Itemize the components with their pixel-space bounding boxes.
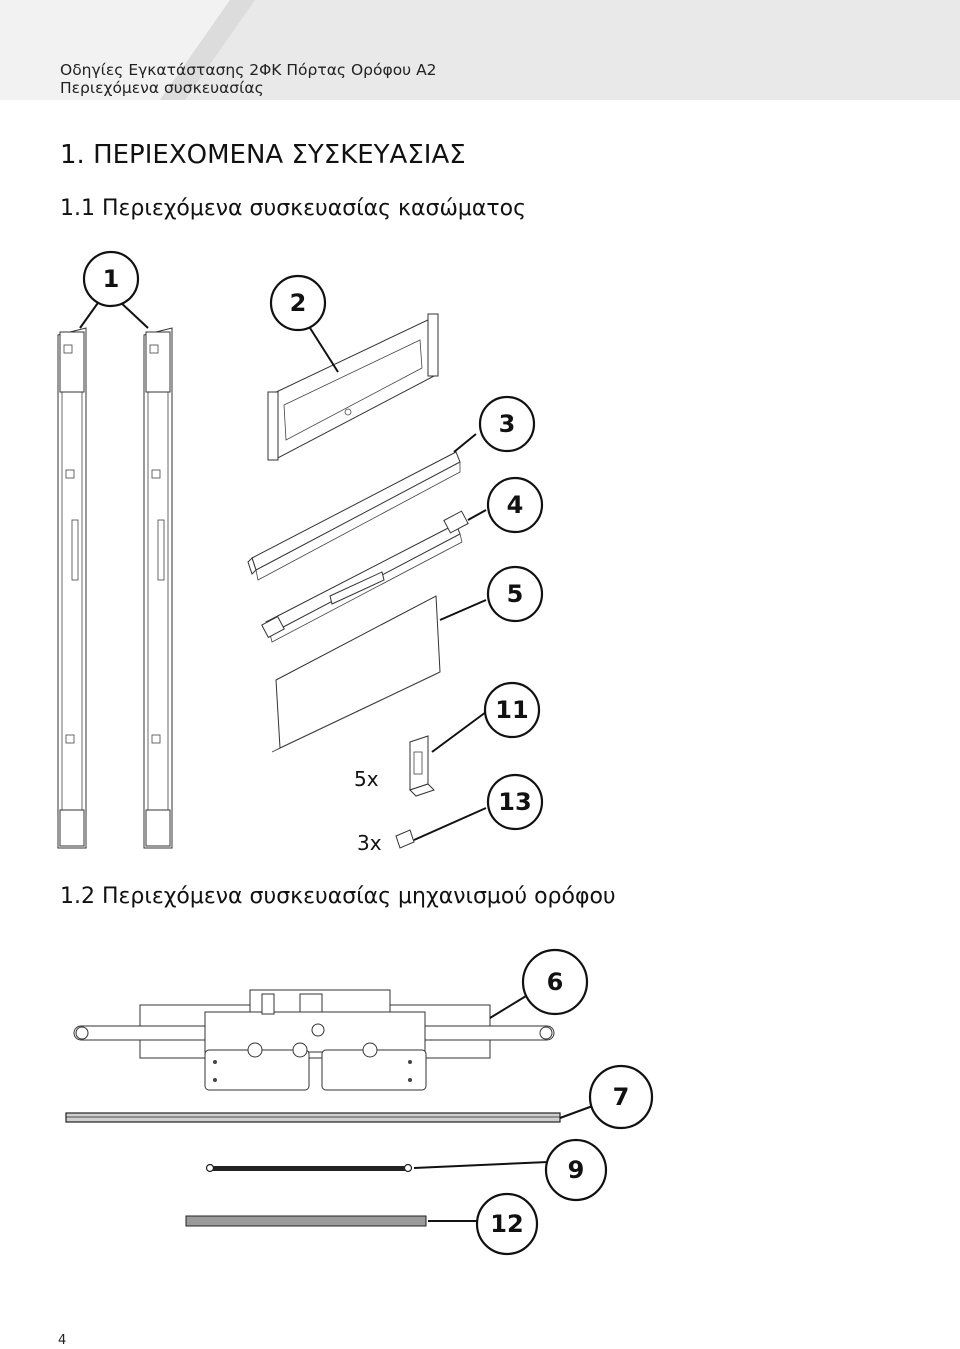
door-mechanism-part xyxy=(73,989,555,1091)
callout-4-label: 4 xyxy=(507,491,524,519)
callout-12 xyxy=(475,1192,539,1256)
document-subtitle: Περιεχόμενα συσκευασίας xyxy=(60,79,264,97)
header-frame-part xyxy=(267,313,439,461)
bar-part xyxy=(185,1215,427,1227)
callout-7 xyxy=(588,1064,654,1130)
quantity-part-11: 5x xyxy=(354,767,379,791)
callout-9-label: 9 xyxy=(568,1156,585,1184)
quantity-part-13: 3x xyxy=(357,831,382,855)
clip-part xyxy=(395,829,415,849)
document-title: Οδηγίες Εγκατάστασης 2ΦΚ Πόρτας Ορόφου Α… xyxy=(60,61,437,79)
callout-6 xyxy=(521,948,589,1016)
callout-9 xyxy=(544,1138,608,1202)
callout-13-label: 13 xyxy=(498,788,531,816)
rod-part xyxy=(205,1163,413,1173)
callout-5-label: 5 xyxy=(507,580,524,608)
header-band: Οδηγίες Εγκατάστασης 2ΦΚ Πόρτας Ορόφου Α… xyxy=(0,0,960,100)
long-rail-part xyxy=(65,1112,561,1123)
bracket-part xyxy=(409,735,435,797)
subsection-title-1-2: 1.2 Περιεχόμενα συσκευασίας μηχανισμού ο… xyxy=(60,884,616,909)
frame-post-left xyxy=(57,327,87,849)
callout-2-label: 2 xyxy=(290,289,307,317)
subsection-title-1-1: 1.1 Περιεχόμενα συσκευασίας κασώματος xyxy=(60,196,527,221)
callout-7-label: 7 xyxy=(613,1083,630,1111)
callout-5 xyxy=(486,565,544,623)
callout-12-label: 12 xyxy=(490,1210,523,1238)
callout-3-label: 3 xyxy=(499,410,516,438)
callout-1-label: 1 xyxy=(103,265,120,293)
angle-profile-part xyxy=(247,451,461,581)
section-title: 1. ΠΕΡΙΕΧΟΜΕΝΑ ΣΥΣΚΕΥΑΣΙΑΣ xyxy=(60,140,466,170)
page-number: 4 xyxy=(58,1333,67,1348)
callout-6-label: 6 xyxy=(547,968,564,996)
callout-4 xyxy=(486,476,544,534)
callout-2 xyxy=(269,274,327,332)
callout-11-label: 11 xyxy=(495,696,528,724)
callout-1 xyxy=(82,250,140,308)
guide-rail-part xyxy=(261,510,469,643)
header-decoration xyxy=(0,0,255,100)
callout-11 xyxy=(483,681,541,739)
frame-post-right xyxy=(143,327,173,849)
sill-plate-part xyxy=(271,595,441,753)
callout-13 xyxy=(486,773,544,831)
callout-3 xyxy=(478,395,536,453)
